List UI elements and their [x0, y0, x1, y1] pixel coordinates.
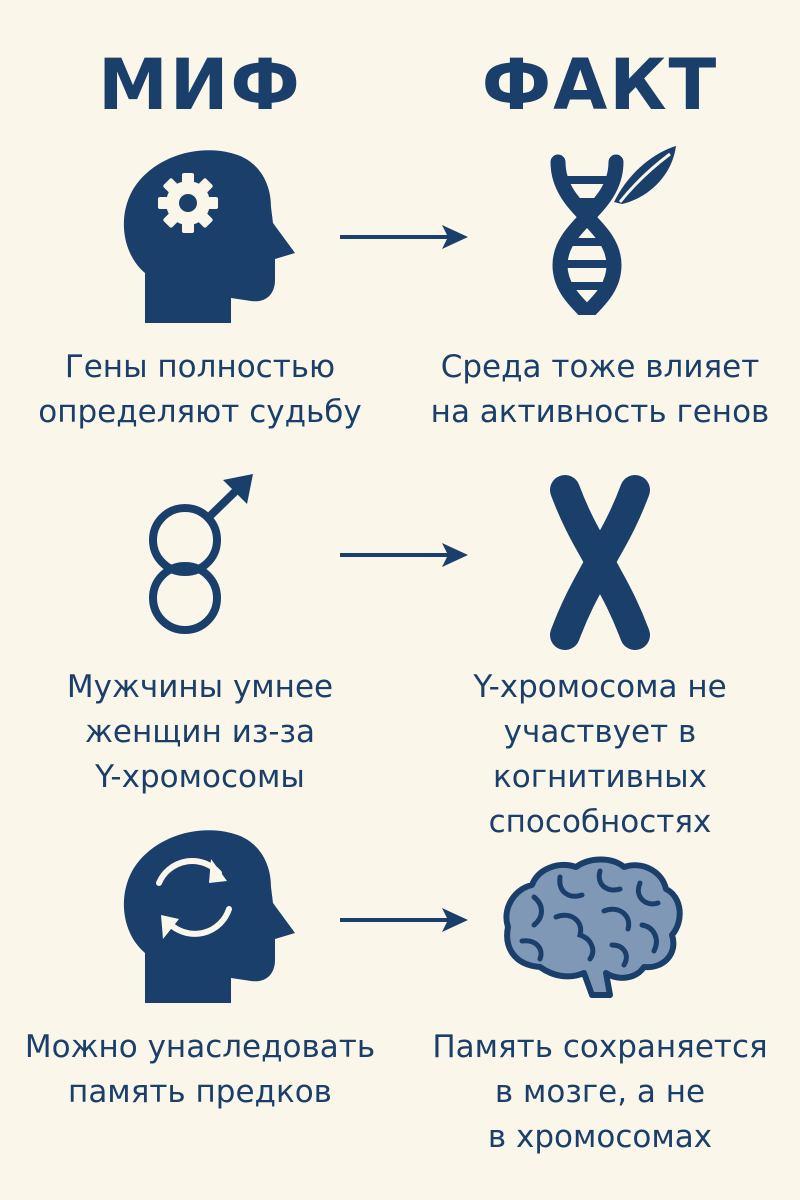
- caption-line: в мозге, а не: [494, 1074, 706, 1110]
- caption-line: Y-хромосома не: [473, 669, 727, 705]
- myth-caption: Можно унаследовать память предков: [0, 1025, 400, 1115]
- fact-caption: Среда тоже влияет на активность генов: [400, 345, 800, 435]
- fact-heading: ФАКТ: [481, 44, 719, 126]
- fact-caption: Y-хромосома не участвует в когнитивных с…: [400, 665, 800, 845]
- head-cycle-icon: [123, 830, 295, 1003]
- caption-line: участвует в: [503, 714, 697, 750]
- caption-line: Y-хромосомы: [95, 759, 305, 795]
- myth-heading: МИФ: [98, 44, 302, 126]
- caption-line: на активность генов: [430, 394, 770, 430]
- caption-line: Память сохраняется: [432, 1029, 768, 1065]
- male-symbol-rings-icon: [149, 474, 253, 634]
- brain-icon: [503, 856, 683, 998]
- caption-line: определяют судьбу: [38, 394, 362, 430]
- chromosome-icon: [550, 475, 650, 650]
- caption-line: в хромосомах: [487, 1119, 713, 1155]
- arrow-right-icon: [340, 908, 468, 932]
- caption-line: Среда тоже влияет: [440, 349, 760, 385]
- caption-line: способностях: [488, 804, 712, 840]
- arrow-right-icon: [340, 225, 468, 249]
- caption-line: Гены полностью: [64, 349, 336, 385]
- caption-line: Мужчины умнее: [66, 669, 334, 705]
- myth-caption: Мужчины умнее женщин из-за Y-хромосомы: [0, 665, 400, 800]
- caption-line: Можно унаследовать: [24, 1029, 376, 1065]
- dna-leaf-icon: [550, 146, 676, 315]
- head-gear-icon: [123, 150, 295, 323]
- arrow-right-icon: [340, 543, 468, 567]
- fact-caption: Память сохраняется в мозге, а не в хромо…: [400, 1025, 800, 1160]
- caption-line: память предков: [68, 1074, 332, 1110]
- caption-line: женщин из-за: [84, 714, 316, 750]
- myth-caption: Гены полностью определяют судьбу: [0, 345, 400, 435]
- caption-line: когнитивных: [493, 759, 707, 795]
